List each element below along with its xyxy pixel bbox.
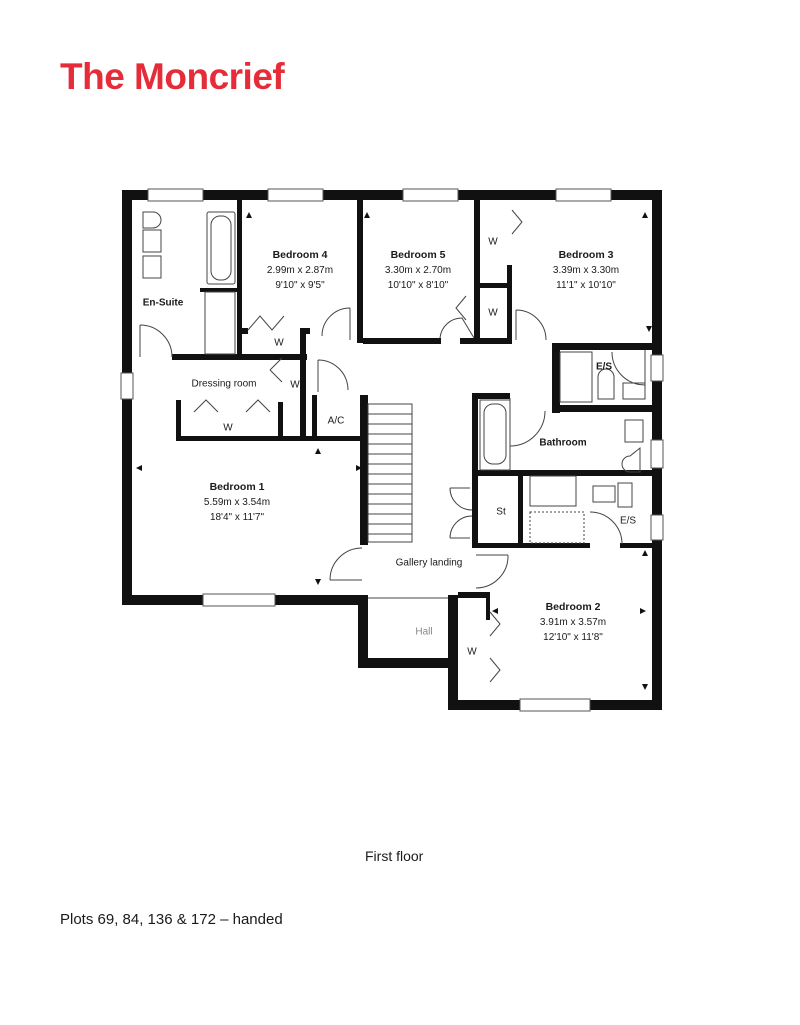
room-name: Bedroom 3 [558, 249, 614, 261]
plots-note: Plots 69, 84, 136 & 172 – handed [60, 911, 283, 928]
room-label-bedroom4: Bedroom 4 2.99m x 2.87m 9'10" x 9'5" [267, 248, 333, 293]
room-size-metric: 3.39m x 3.30m [552, 265, 620, 276]
room-label-bedroom5: Bedroom 5 3.30m x 2.70m 10'10" x 8'10" [385, 248, 451, 293]
label-wardrobe: W [274, 337, 284, 349]
windows [120, 188, 664, 712]
fixtures [139, 209, 646, 683]
label-wardrobe: W [488, 307, 498, 319]
label-es-lower: E/S [619, 515, 637, 527]
room-size-imperial: 18'4" x 11'7" [209, 512, 265, 523]
label-en-suite: En-Suite [142, 297, 184, 309]
room-name: Bedroom 4 [272, 249, 328, 261]
room-size-metric: 3.91m x 3.57m [539, 617, 607, 628]
room-name: Bedroom 5 [390, 249, 446, 261]
room-label-bedroom2: Bedroom 2 3.91m x 3.57m 12'10" x 11'8" [540, 600, 606, 645]
development-title: The Moncrief [60, 56, 285, 97]
floor-label: First floor [365, 848, 424, 864]
room-label-bedroom1: Bedroom 1 5.59m x 3.54m 18'4" x 11'7" [204, 480, 270, 525]
room-size-metric: 3.30m x 2.70m [384, 265, 452, 276]
label-wardrobe: W [223, 422, 233, 434]
room-size-metric: 5.59m x 3.54m [203, 497, 271, 508]
label-dressing-room: Dressing room [191, 378, 257, 390]
room-name: Bedroom 1 [209, 481, 265, 493]
room-label-bedroom3: Bedroom 3 3.39m x 3.30m 11'1" x 10'10" [553, 248, 619, 293]
room-size-imperial: 11'1" x 10'10" [556, 280, 616, 291]
room-size-imperial: 12'10" x 11'8" [543, 632, 603, 643]
label-gallery-landing: Gallery landing [395, 557, 463, 569]
label-bathroom: Bathroom [539, 437, 587, 449]
room-size-metric: 2.99m x 2.87m [266, 265, 334, 276]
label-wardrobe: W [467, 646, 477, 658]
label-es-upper: E/S [595, 361, 613, 373]
room-name: Bedroom 2 [545, 601, 601, 613]
label-ac: A/C [327, 415, 345, 427]
label-hall: Hall [415, 626, 433, 638]
label-wardrobe: W [290, 379, 300, 391]
room-size-imperial: 9'10" x 9'5" [275, 280, 325, 291]
label-store: St [496, 506, 506, 518]
label-wardrobe: W [488, 236, 498, 248]
room-size-imperial: 10'10" x 8'10" [387, 280, 449, 291]
